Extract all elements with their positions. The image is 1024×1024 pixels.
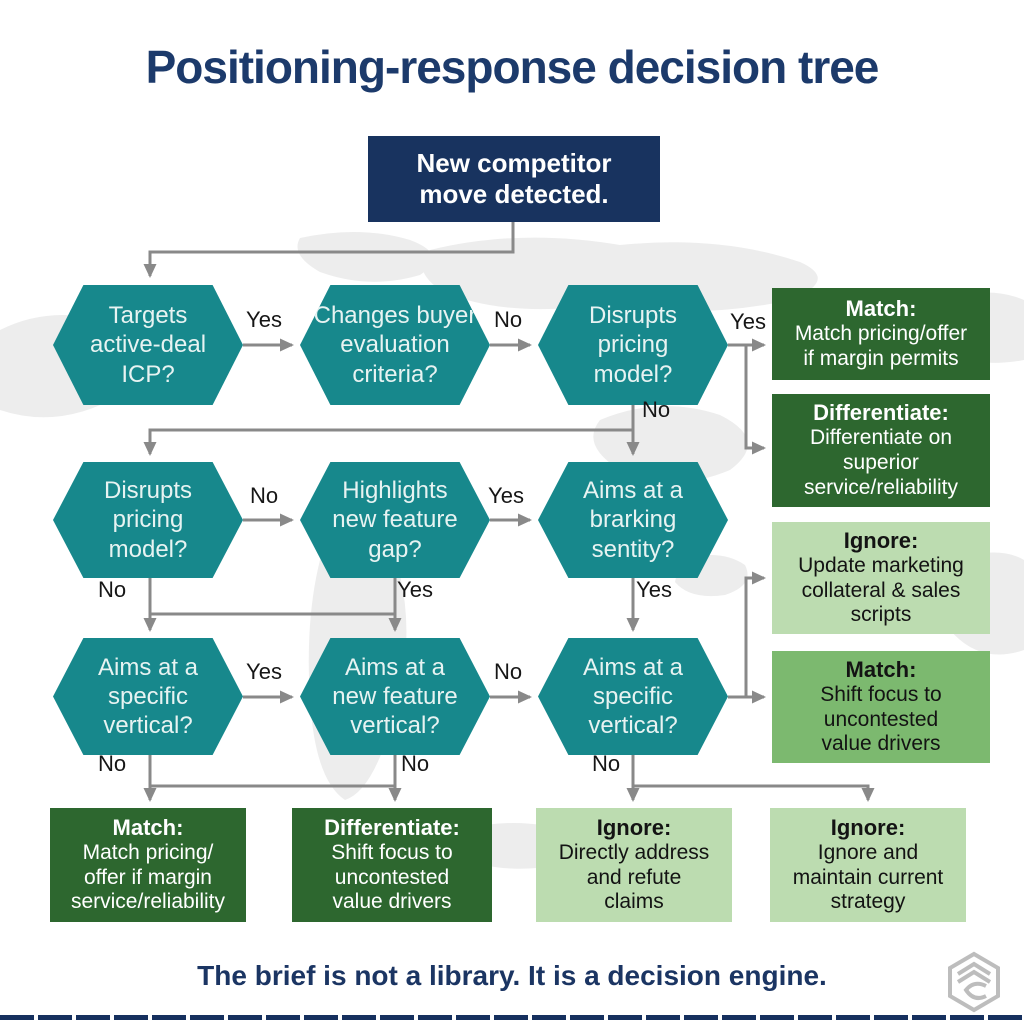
- edge-label: Yes: [246, 307, 282, 332]
- outcome-box-match-pricing: Match: Match pricing/offer if margin per…: [772, 288, 990, 380]
- root-node: New competitor move detected.: [368, 136, 660, 222]
- outcome-title: Ignore:: [596, 814, 672, 840]
- outcome-title: Ignore:: [843, 527, 919, 553]
- hex-label: Aims at a specific vertical?: [582, 653, 684, 740]
- outcome-title: Match:: [112, 814, 184, 840]
- edge-label: No: [591, 751, 621, 776]
- hex-label: Changes buyer evaluation criteria?: [313, 302, 477, 388]
- edge-label: Yes: [488, 483, 524, 508]
- hex-aims-specific-vertical-1: Aims at a specific vertical?: [53, 638, 243, 755]
- outcome-body: Shift focus to uncontested value drivers: [820, 682, 942, 756]
- hex-aims-brarking-sentity: Aims at a brarking sentity?: [538, 462, 728, 578]
- hex-aims-specific-vertical-2: Aims at a specific vertical?: [538, 638, 728, 755]
- outcome-body: Shift focus to uncontested value drivers: [331, 840, 453, 914]
- outcome-body: Update marketing collateral & sales scri…: [798, 553, 964, 627]
- outcome-box-ignore-update-collateral: Ignore: Update marketing collateral & sa…: [772, 522, 990, 634]
- footer-tagline: The brief is not a library. It is a deci…: [197, 960, 827, 991]
- outcome-box-match-shift-focus: Match: Shift focus to uncontested value …: [772, 651, 990, 763]
- outcome-title: Differentiate:: [324, 814, 460, 840]
- edge-label: Yes: [246, 659, 282, 684]
- outcome-box-differentiate-service: Differentiate: Differentiate on superior…: [772, 394, 990, 507]
- hex-disrupts-pricing-model-1: Disrupts pricing model?: [538, 285, 728, 405]
- edge-label: No: [400, 751, 430, 776]
- outcome-body: Differentiate on superior service/reliab…: [803, 426, 959, 499]
- outcome-box-match-margin: Match: Match pricing/ offer if margin se…: [50, 808, 246, 922]
- edge-label: No: [249, 483, 279, 508]
- hex-label: Aims at a brarking sentity?: [582, 477, 684, 563]
- edge-label: Yes: [397, 577, 433, 602]
- hex-targets-active-deal-icp: Targets active-deal ICP?: [53, 285, 243, 405]
- hex-label: Aims at a specific vertical?: [97, 653, 199, 740]
- hex-label: Disrupts pricing model?: [588, 302, 678, 388]
- outcome-title: Match:: [845, 656, 917, 682]
- outcome-body: Match pricing/ offer if margin service/r…: [70, 840, 226, 914]
- hex-label: Targets active-deal ICP?: [89, 302, 207, 388]
- hex-changes-buyer-criteria: Changes buyer evaluation criteria?: [300, 285, 490, 405]
- edge-label: No: [97, 577, 127, 602]
- hex-disrupts-pricing-model-2: Disrupts pricing model?: [53, 462, 243, 578]
- outcome-title: Differentiate:: [813, 400, 949, 426]
- outcome-box-differentiate-uncontested: Differentiate: Shift focus to unconteste…: [292, 808, 492, 922]
- outcome-title: Ignore:: [830, 814, 906, 840]
- hex-aims-new-feature-vertical: Aims at a new feature vertical?: [300, 638, 490, 755]
- hex-label: Disrupts pricing model?: [103, 477, 193, 563]
- outcome-title: Match:: [845, 296, 917, 322]
- edge-label: No: [493, 659, 523, 684]
- outcome-body: Match pricing/offer if margin permits: [794, 322, 968, 370]
- outcome-box-ignore-maintain: Ignore: Ignore and maintain current stra…: [770, 808, 966, 922]
- edge-label: No: [493, 307, 523, 332]
- bottom-border-strip: [0, 1015, 1024, 1020]
- hex-label: Aims at a new feature vertical?: [332, 653, 458, 740]
- edge-label: Yes: [730, 309, 766, 334]
- outcome-body: Directly address and refute claims: [558, 840, 710, 914]
- edge-label: No: [97, 751, 127, 776]
- page-title: Positioning-response decision tree: [145, 41, 880, 93]
- outcome-body: Ignore and maintain current strategy: [792, 840, 944, 914]
- edge-label: No: [641, 397, 671, 422]
- hex-highlights-feature-gap: Highlights new feature gap?: [300, 462, 490, 578]
- edge-label: Yes: [636, 577, 672, 602]
- outcome-box-ignore-refute: Ignore: Directly address and refute clai…: [536, 808, 732, 922]
- hex-label: Highlights new feature gap?: [332, 477, 458, 563]
- logo-icon: [948, 951, 1000, 1013]
